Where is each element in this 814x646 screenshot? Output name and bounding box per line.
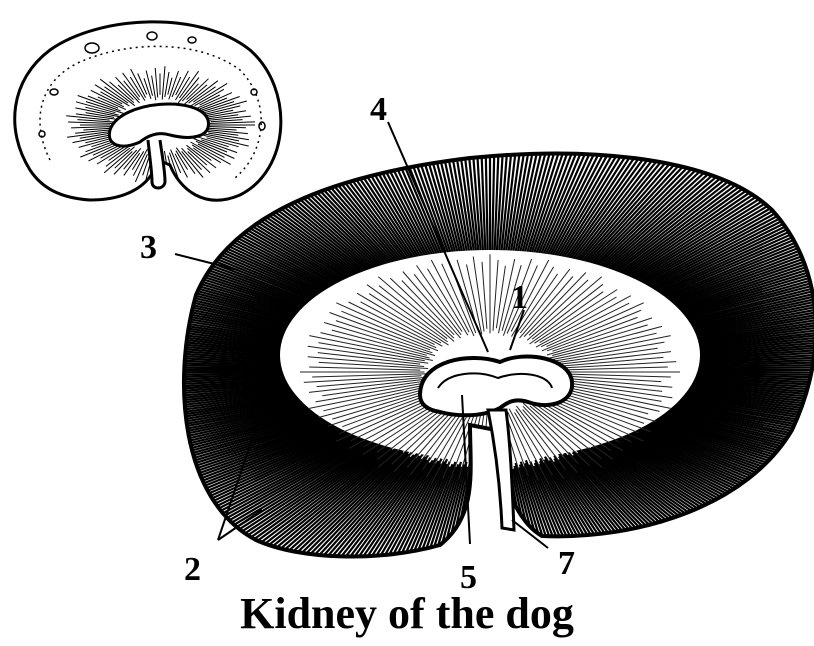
main-kidney: [70, 110, 814, 631]
figure-caption: Kidney of the dog: [0, 588, 814, 640]
label-2: 2: [184, 551, 201, 588]
inset-kidney: [15, 22, 281, 200]
renal-pelvis: [420, 356, 572, 415]
label-7: 7: [558, 545, 575, 582]
label-1: 1: [511, 279, 528, 316]
label-3: 3: [140, 229, 157, 266]
label-4: 4: [370, 91, 387, 128]
inset-ureter: [148, 140, 165, 188]
